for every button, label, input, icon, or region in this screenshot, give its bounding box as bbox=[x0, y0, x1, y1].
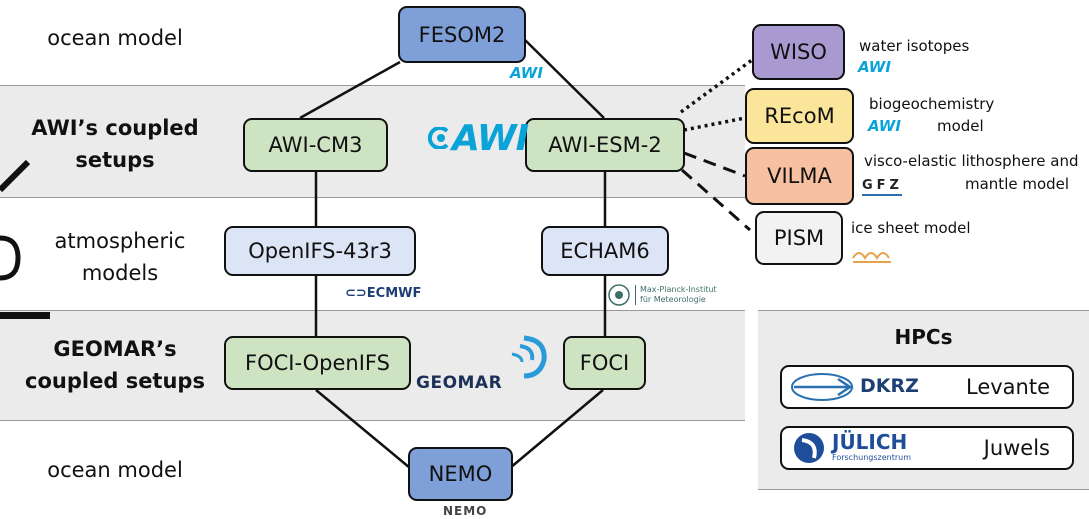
ecmwf-logo-text: ECMWF bbox=[366, 286, 422, 301]
awi-esm2-label: AWI-ESM-2 bbox=[548, 133, 662, 157]
foci-box[interactable]: FOCI bbox=[563, 336, 646, 390]
line-fesom-awiesm bbox=[523, 38, 605, 119]
row-label-ocean-top: ocean model bbox=[47, 26, 183, 50]
nemo-logo: NEMO bbox=[443, 504, 488, 518]
julich-logo-sub: Forschungszentrum bbox=[832, 453, 912, 462]
foci-openifs-label: FOCI-OpenIFS bbox=[245, 351, 390, 375]
gfz-logo: GFZ bbox=[862, 178, 903, 196]
dkrz-logo-icon bbox=[791, 373, 855, 401]
awi-logo-small-recom: AWI bbox=[868, 117, 901, 135]
recom-note-line2: model bbox=[937, 117, 984, 135]
row-label-ocean-bottom: ocean model bbox=[47, 458, 183, 482]
slide-edge-graphic bbox=[0, 159, 50, 319]
line-awiesm-pism bbox=[681, 168, 751, 232]
divider-3 bbox=[0, 310, 745, 311]
pism-note: ice sheet model bbox=[851, 219, 971, 237]
echam6-box[interactable]: ECHAM6 bbox=[541, 226, 669, 276]
echam6-label: ECHAM6 bbox=[560, 239, 650, 263]
mpi-emblem-icon bbox=[608, 284, 630, 306]
awi-logo-small-fesom: AWI bbox=[510, 64, 543, 82]
hpc-juwels-label: Juwels bbox=[983, 436, 1050, 460]
row-label-atm-line1: atmospheric bbox=[54, 229, 186, 253]
awi-esm2-box[interactable]: AWI-ESM-2 bbox=[525, 118, 685, 172]
mpi-line2: für Meteorologie bbox=[640, 295, 706, 304]
row-label-geomar-line1: GEOMAR’s bbox=[53, 337, 177, 361]
awi-symbol-icon bbox=[427, 127, 449, 149]
line-awiesm-wiso bbox=[679, 58, 754, 114]
vilma-note-line1: visco-elastic lithosphere and bbox=[864, 152, 1079, 170]
awi-logo-small-wiso: AWI bbox=[858, 58, 891, 76]
wiso-note: water isotopes bbox=[859, 37, 970, 55]
row-label-awi-line1: AWI’s coupled bbox=[31, 116, 199, 140]
hpc-levante-box[interactable]: DKRZ Levante bbox=[780, 365, 1074, 409]
gfz-logo-text: GFZ bbox=[862, 178, 903, 193]
mpi-logo: Max-Planck-Institut für Meteorologie bbox=[607, 283, 717, 307]
row-label-geomar-line2: coupled setups bbox=[25, 369, 205, 393]
ecmwf-logo: ⊂⊃ECMWF bbox=[345, 286, 421, 301]
row-label-awi-line2: setups bbox=[75, 148, 155, 172]
vilma-label: VILMA bbox=[767, 164, 832, 188]
vilma-note-line2: mantle model bbox=[965, 175, 1070, 193]
wiso-box[interactable]: WISO bbox=[752, 24, 845, 80]
row-label-atmospheric: atmospheric models bbox=[0, 225, 240, 289]
pism-label: PISM bbox=[773, 226, 825, 250]
line-foci-openifs-nemo bbox=[315, 389, 411, 469]
awi-logo: AWI bbox=[452, 118, 529, 159]
mpi-line1: Max-Planck-Institut bbox=[640, 285, 717, 294]
julich-logo-text: JÜLICH bbox=[832, 430, 908, 454]
wiso-label: WISO bbox=[770, 40, 827, 64]
hpc-levante-label: Levante bbox=[965, 375, 1050, 399]
ecmwf-icon: ⊂⊃ bbox=[345, 286, 367, 301]
foci-label: FOCI bbox=[579, 351, 630, 375]
divider-4 bbox=[0, 420, 745, 421]
foci-openifs-box[interactable]: FOCI-OpenIFS bbox=[224, 336, 411, 390]
divider-1 bbox=[0, 85, 745, 86]
hpc-title: HPCs bbox=[894, 325, 953, 349]
recom-note-line1: biogeochemistry bbox=[869, 95, 995, 113]
pism-box[interactable]: PISM bbox=[755, 211, 843, 265]
fesom2-box[interactable]: FESOM2 bbox=[398, 6, 526, 63]
openifs-box[interactable]: OpenIFS-43r3 bbox=[224, 226, 416, 276]
line-fesom-awicm3 bbox=[299, 60, 401, 120]
nemo-label: NEMO bbox=[428, 462, 493, 486]
nemo-box[interactable]: NEMO bbox=[408, 447, 513, 501]
row-label-geomar: GEOMAR’s coupled setups bbox=[0, 333, 230, 397]
row-label-atm-line2: models bbox=[81, 261, 159, 285]
row-label-awi: AWI’s coupled setups bbox=[0, 112, 230, 176]
awi-cm3-box[interactable]: AWI-CM3 bbox=[243, 118, 388, 172]
line-foci-nemo bbox=[509, 389, 604, 469]
geomar-swirl-icon bbox=[511, 335, 547, 379]
geomar-logo: GEOMAR bbox=[416, 373, 503, 393]
fesom2-label: FESOM2 bbox=[418, 22, 506, 47]
recom-box[interactable]: REcoM bbox=[745, 88, 854, 144]
divider-2 bbox=[0, 197, 745, 198]
hpc-panel: HPCs DKRZ Levante JÜLICH Forschungszentr… bbox=[758, 310, 1089, 490]
recom-label: REcoM bbox=[764, 104, 835, 128]
awi-cm3-label: AWI-CM3 bbox=[268, 133, 363, 157]
julich-logo-icon bbox=[794, 433, 824, 463]
line-awiesm-vilma bbox=[683, 151, 746, 178]
dkrz-logo-text: DKRZ bbox=[860, 375, 919, 397]
line-awiesm-recom bbox=[683, 116, 746, 132]
openifs-label: OpenIFS-43r3 bbox=[248, 239, 392, 263]
vilma-box[interactable]: VILMA bbox=[745, 147, 854, 205]
hpc-juwels-box[interactable]: JÜLICH Forschungszentrum Juwels bbox=[780, 426, 1074, 470]
pism-logo-icon bbox=[852, 252, 891, 263]
